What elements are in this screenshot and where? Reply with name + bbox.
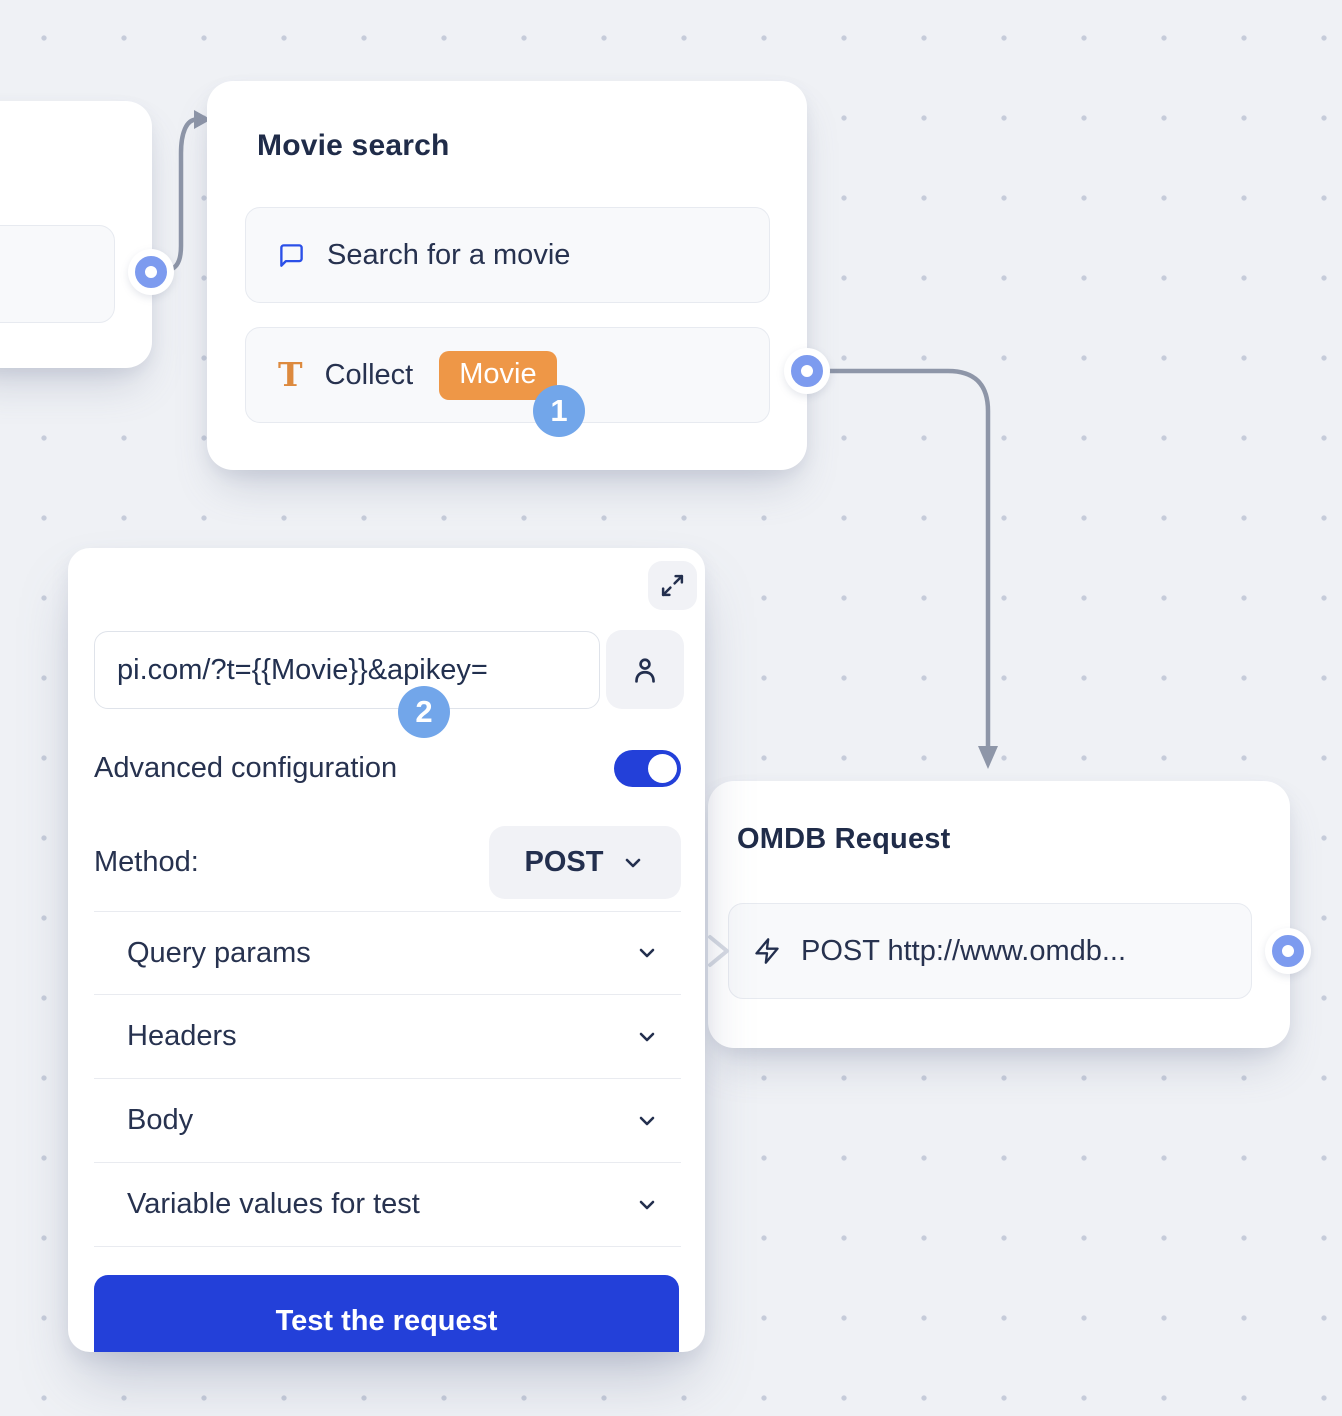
node-partial-item[interactable] [0, 225, 115, 323]
url-input[interactable] [94, 631, 600, 709]
config-sections: Query params Headers Body Variable value… [94, 911, 681, 1247]
chevron-down-icon [639, 1116, 655, 1125]
webhook-config-panel: Advanced configuration Method: POST Quer… [68, 548, 705, 1352]
arrowhead-down-icon [978, 746, 998, 769]
input-arrow-notch [708, 935, 729, 967]
person-icon [635, 657, 655, 683]
method-value: POST [524, 846, 604, 878]
section-variable-values[interactable]: Variable values for test [94, 1163, 681, 1247]
output-port-omdb-request[interactable] [1265, 928, 1311, 974]
advanced-configuration-toggle[interactable] [614, 749, 681, 787]
connector-movie-to-omdb [819, 368, 991, 751]
expand-diagonal-icon [661, 574, 684, 597]
output-port-movie-search[interactable] [784, 348, 830, 394]
output-port-partial[interactable] [128, 249, 174, 295]
block-send-message[interactable]: Search for a movie [245, 207, 770, 303]
variable-badge-movie: Movie [439, 350, 557, 400]
chevron-down-icon [639, 1032, 655, 1041]
lightning-icon [753, 937, 781, 965]
text-icon: T [278, 354, 303, 394]
chevron-down-icon [639, 1200, 655, 1209]
block-webhook-request[interactable]: POST http://www.omdb... [728, 903, 1252, 999]
node-omdb-request[interactable]: OMDB Request POST http://www.omdb... [708, 781, 1290, 1048]
chevron-down-icon [626, 858, 641, 867]
section-body[interactable]: Body [94, 1079, 681, 1163]
expand-button[interactable] [648, 561, 697, 610]
step-badge-1: 1 [533, 385, 585, 437]
section-headers[interactable]: Headers [94, 995, 681, 1079]
insert-variable-button[interactable] [606, 630, 684, 709]
method-dropdown[interactable]: POST [489, 826, 681, 899]
method-label: Method: [94, 846, 199, 878]
node-movie-search[interactable]: Movie search Search for a movie T Collec… [207, 81, 807, 470]
node-partial[interactable] [0, 101, 152, 368]
connector-partial-to-movie [157, 117, 199, 274]
advanced-configuration-label: Advanced configuration [94, 751, 398, 784]
step-badge-2: 2 [398, 686, 450, 738]
test-request-button[interactable]: Test the request [94, 1275, 679, 1352]
block-label: POST http://www.omdb... [801, 934, 1127, 967]
chat-bubble-icon [278, 242, 305, 269]
node-title-movie-search: Movie search [257, 129, 450, 162]
block-label: Collect [324, 358, 414, 391]
node-title-omdb-request: OMDB Request [737, 823, 951, 855]
section-query-params[interactable]: Query params [94, 911, 681, 995]
chevron-down-icon [639, 948, 655, 958]
block-collect-input[interactable]: T Collect Movie [245, 327, 770, 423]
block-label: Search for a movie [327, 238, 571, 271]
